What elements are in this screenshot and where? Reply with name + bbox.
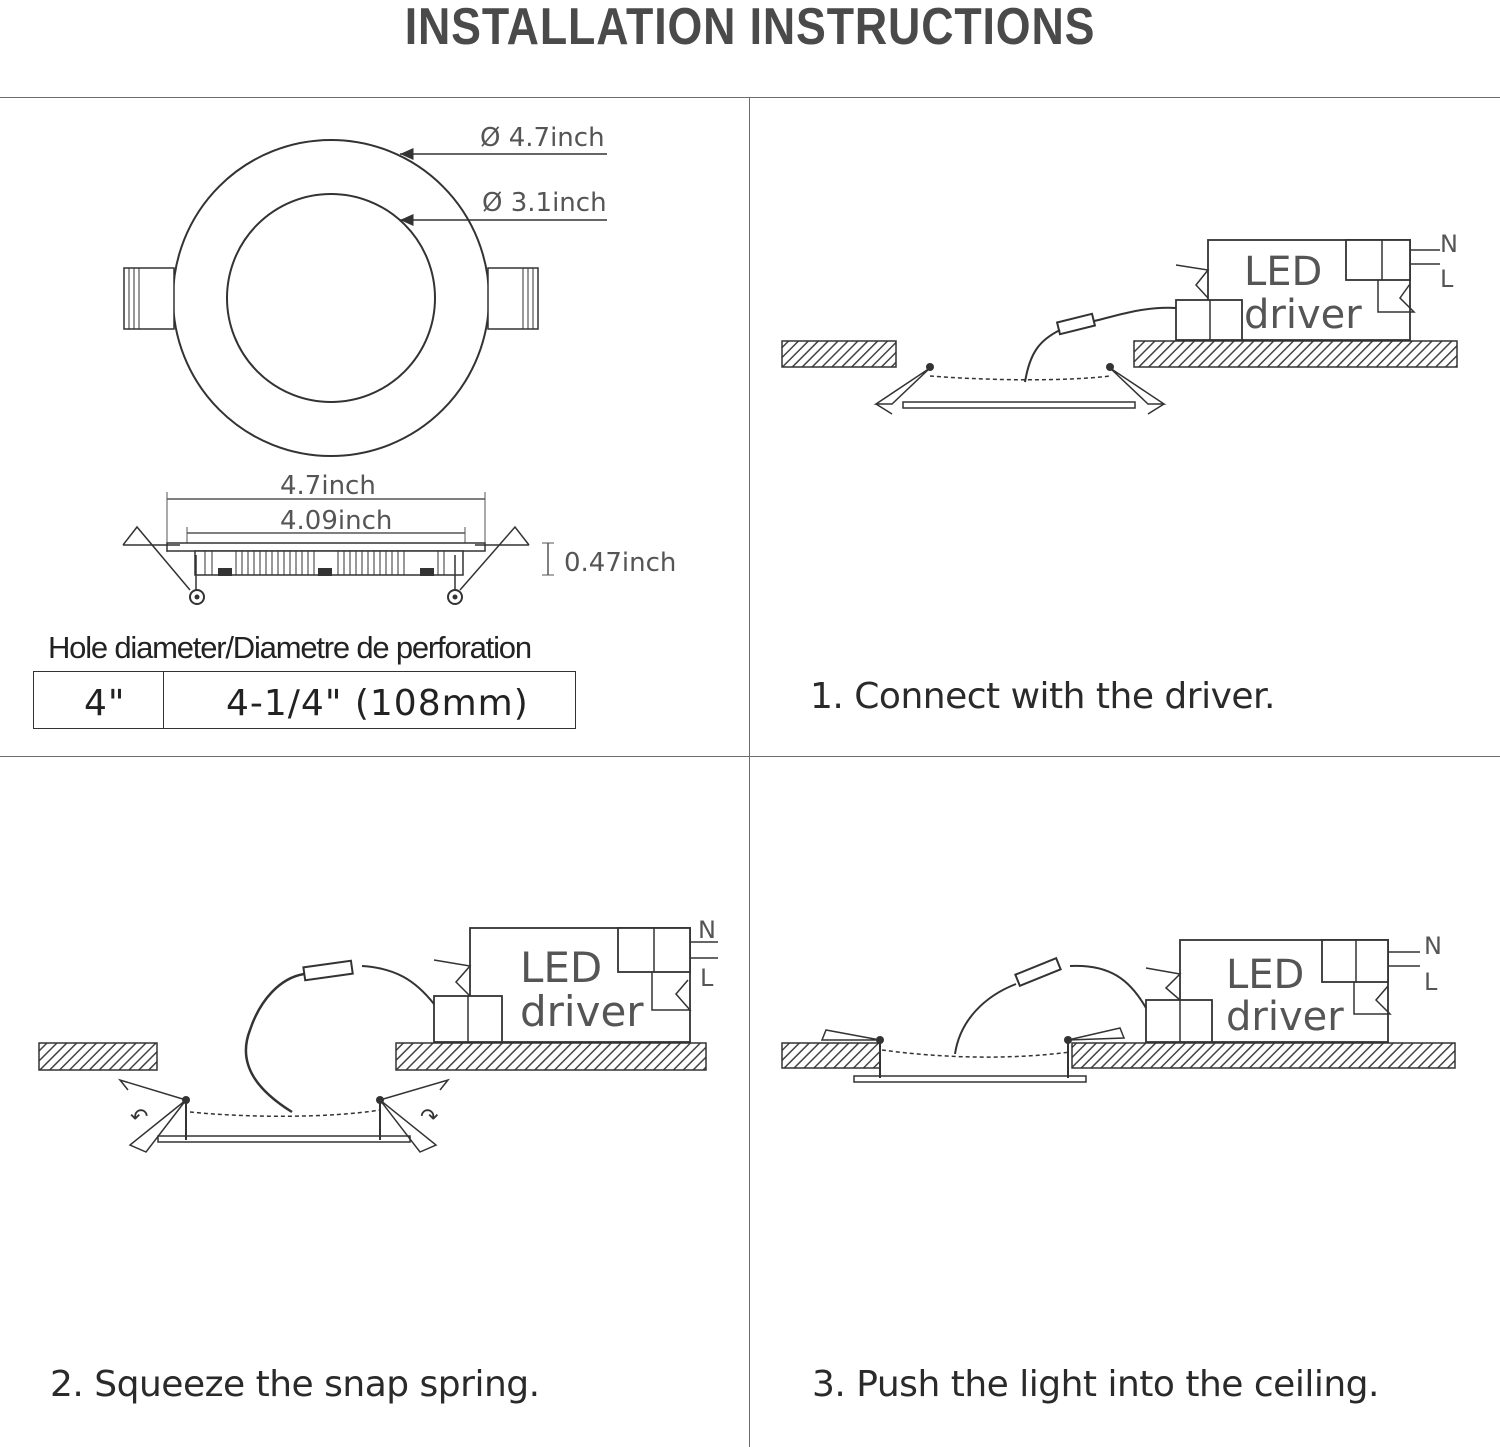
hole-diameter-value: 4-1/4" (108mm) <box>226 683 529 724</box>
neutral-label-step3: N <box>1424 932 1442 960</box>
ceiling-left-2 <box>38 1042 158 1071</box>
neutral-label: N <box>1440 230 1458 258</box>
driver-label-2-step2: driver <box>520 987 644 1036</box>
live-label-step2: L <box>700 964 714 992</box>
step-3-caption: 3. Push the light into the ceiling. <box>812 1364 1379 1405</box>
led-driver-box-2: LED driver N L <box>433 916 718 1043</box>
page-title: INSTALLATION INSTRUCTIONS <box>404 0 1096 56</box>
live-label: L <box>1440 265 1454 293</box>
ceiling-left <box>781 340 897 368</box>
ceiling-right <box>1133 340 1458 368</box>
ceiling-left-3 <box>781 1042 881 1069</box>
led-driver-box-3: LED driver N L <box>1145 932 1442 1043</box>
driver-label-2: driver <box>1244 292 1362 338</box>
hole-table-separator <box>163 672 164 728</box>
fixture-side-view: 4.7inch 4.09inch <box>122 471 676 605</box>
squeeze-arrow-right-icon: ↷ <box>420 1105 438 1130</box>
width-label: 4.7inch <box>280 471 376 501</box>
inner-diameter-label: Ø 3.1inch <box>482 188 607 218</box>
step-1-caption: 1. Connect with the driver. <box>810 676 1275 717</box>
hole-diameter-table: 4" 4-1/4" (108mm) <box>33 671 576 729</box>
live-label-step3: L <box>1424 968 1438 996</box>
top-divider <box>0 97 1500 98</box>
right-spring-clip <box>487 267 539 330</box>
driver-label-1: LED <box>1244 249 1322 295</box>
ceiling-right-3 <box>1071 1042 1456 1069</box>
middle-divider <box>0 756 1500 757</box>
step-2-illustration: LED driver N L ↶ ↷ <box>38 916 718 1153</box>
hole-size: 4" <box>84 683 126 724</box>
led-driver-box: LED driver N L <box>1175 230 1458 341</box>
left-spring-clip <box>123 267 175 330</box>
driver-label-1-step3: LED <box>1226 952 1304 998</box>
neutral-label-step2: N <box>698 916 716 944</box>
ceiling-right-2 <box>395 1042 707 1071</box>
step-3-illustration: LED driver N L <box>781 932 1456 1083</box>
squeeze-arrow-left-icon: ↶ <box>130 1105 148 1130</box>
hole-diameter-title: Hole diameter/Diametre de perforation <box>48 630 532 665</box>
step-1-illustration: LED driver N L <box>781 230 1458 415</box>
thickness-label: 0.47inch <box>564 548 676 578</box>
outer-diameter-label: Ø 4.7inch <box>480 123 605 153</box>
inner-width-label: 4.09inch <box>280 506 392 536</box>
step-2-caption: 2. Squeeze the snap spring. <box>50 1364 540 1405</box>
driver-label-1-step2: LED <box>520 943 602 992</box>
fixture-top-view: Ø 4.7inch Ø 3.1inch <box>123 123 607 457</box>
driver-label-2-step3: driver <box>1226 994 1344 1040</box>
center-divider <box>749 97 750 1447</box>
